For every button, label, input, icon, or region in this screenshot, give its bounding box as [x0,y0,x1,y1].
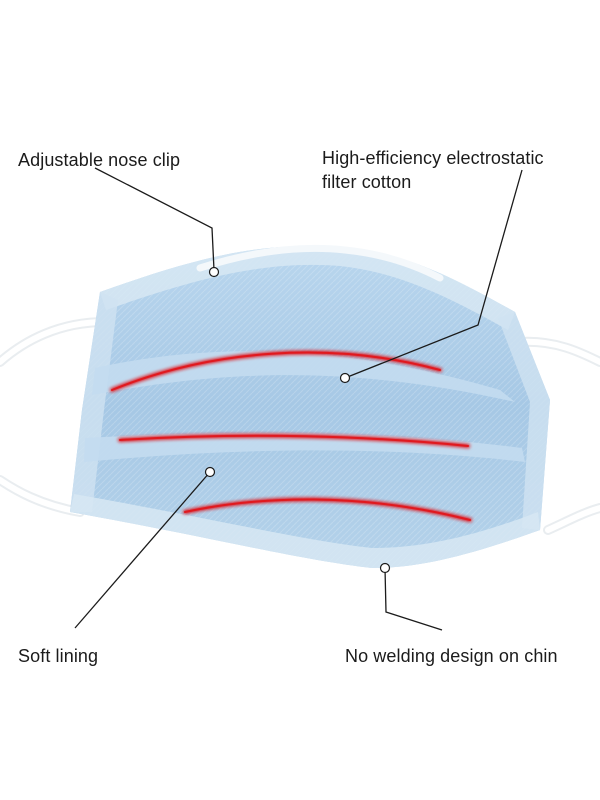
bottom-hem [70,494,540,568]
label-no-welding: No welding design on chin [345,646,558,666]
label-filter-line2: filter cotton [322,172,412,192]
dot-nose-clip [208,266,220,278]
leader-lines [74,167,523,631]
leader-soft-lining [74,471,211,629]
label-filter-cotton: High-efficiency electrostatic filter cot… [322,146,544,194]
leader-nose-clip [94,167,215,271]
label-soft-lining: Soft lining [18,646,99,666]
dot-soft-lining [204,466,216,478]
label-filter-line1: High-efficiency electrostatic [322,148,544,168]
leader-dots [204,266,391,574]
leader-no-welding [384,567,443,631]
dot-filter [339,372,351,384]
left-seam [70,292,118,512]
nose-clip [196,244,444,282]
right-seam [498,312,550,530]
mask-body [70,244,550,568]
dot-no-welding [379,562,391,574]
leader-filter [344,169,523,379]
ear-loops [0,317,600,535]
label-nose-clip: Adjustable nose clip [18,150,181,170]
